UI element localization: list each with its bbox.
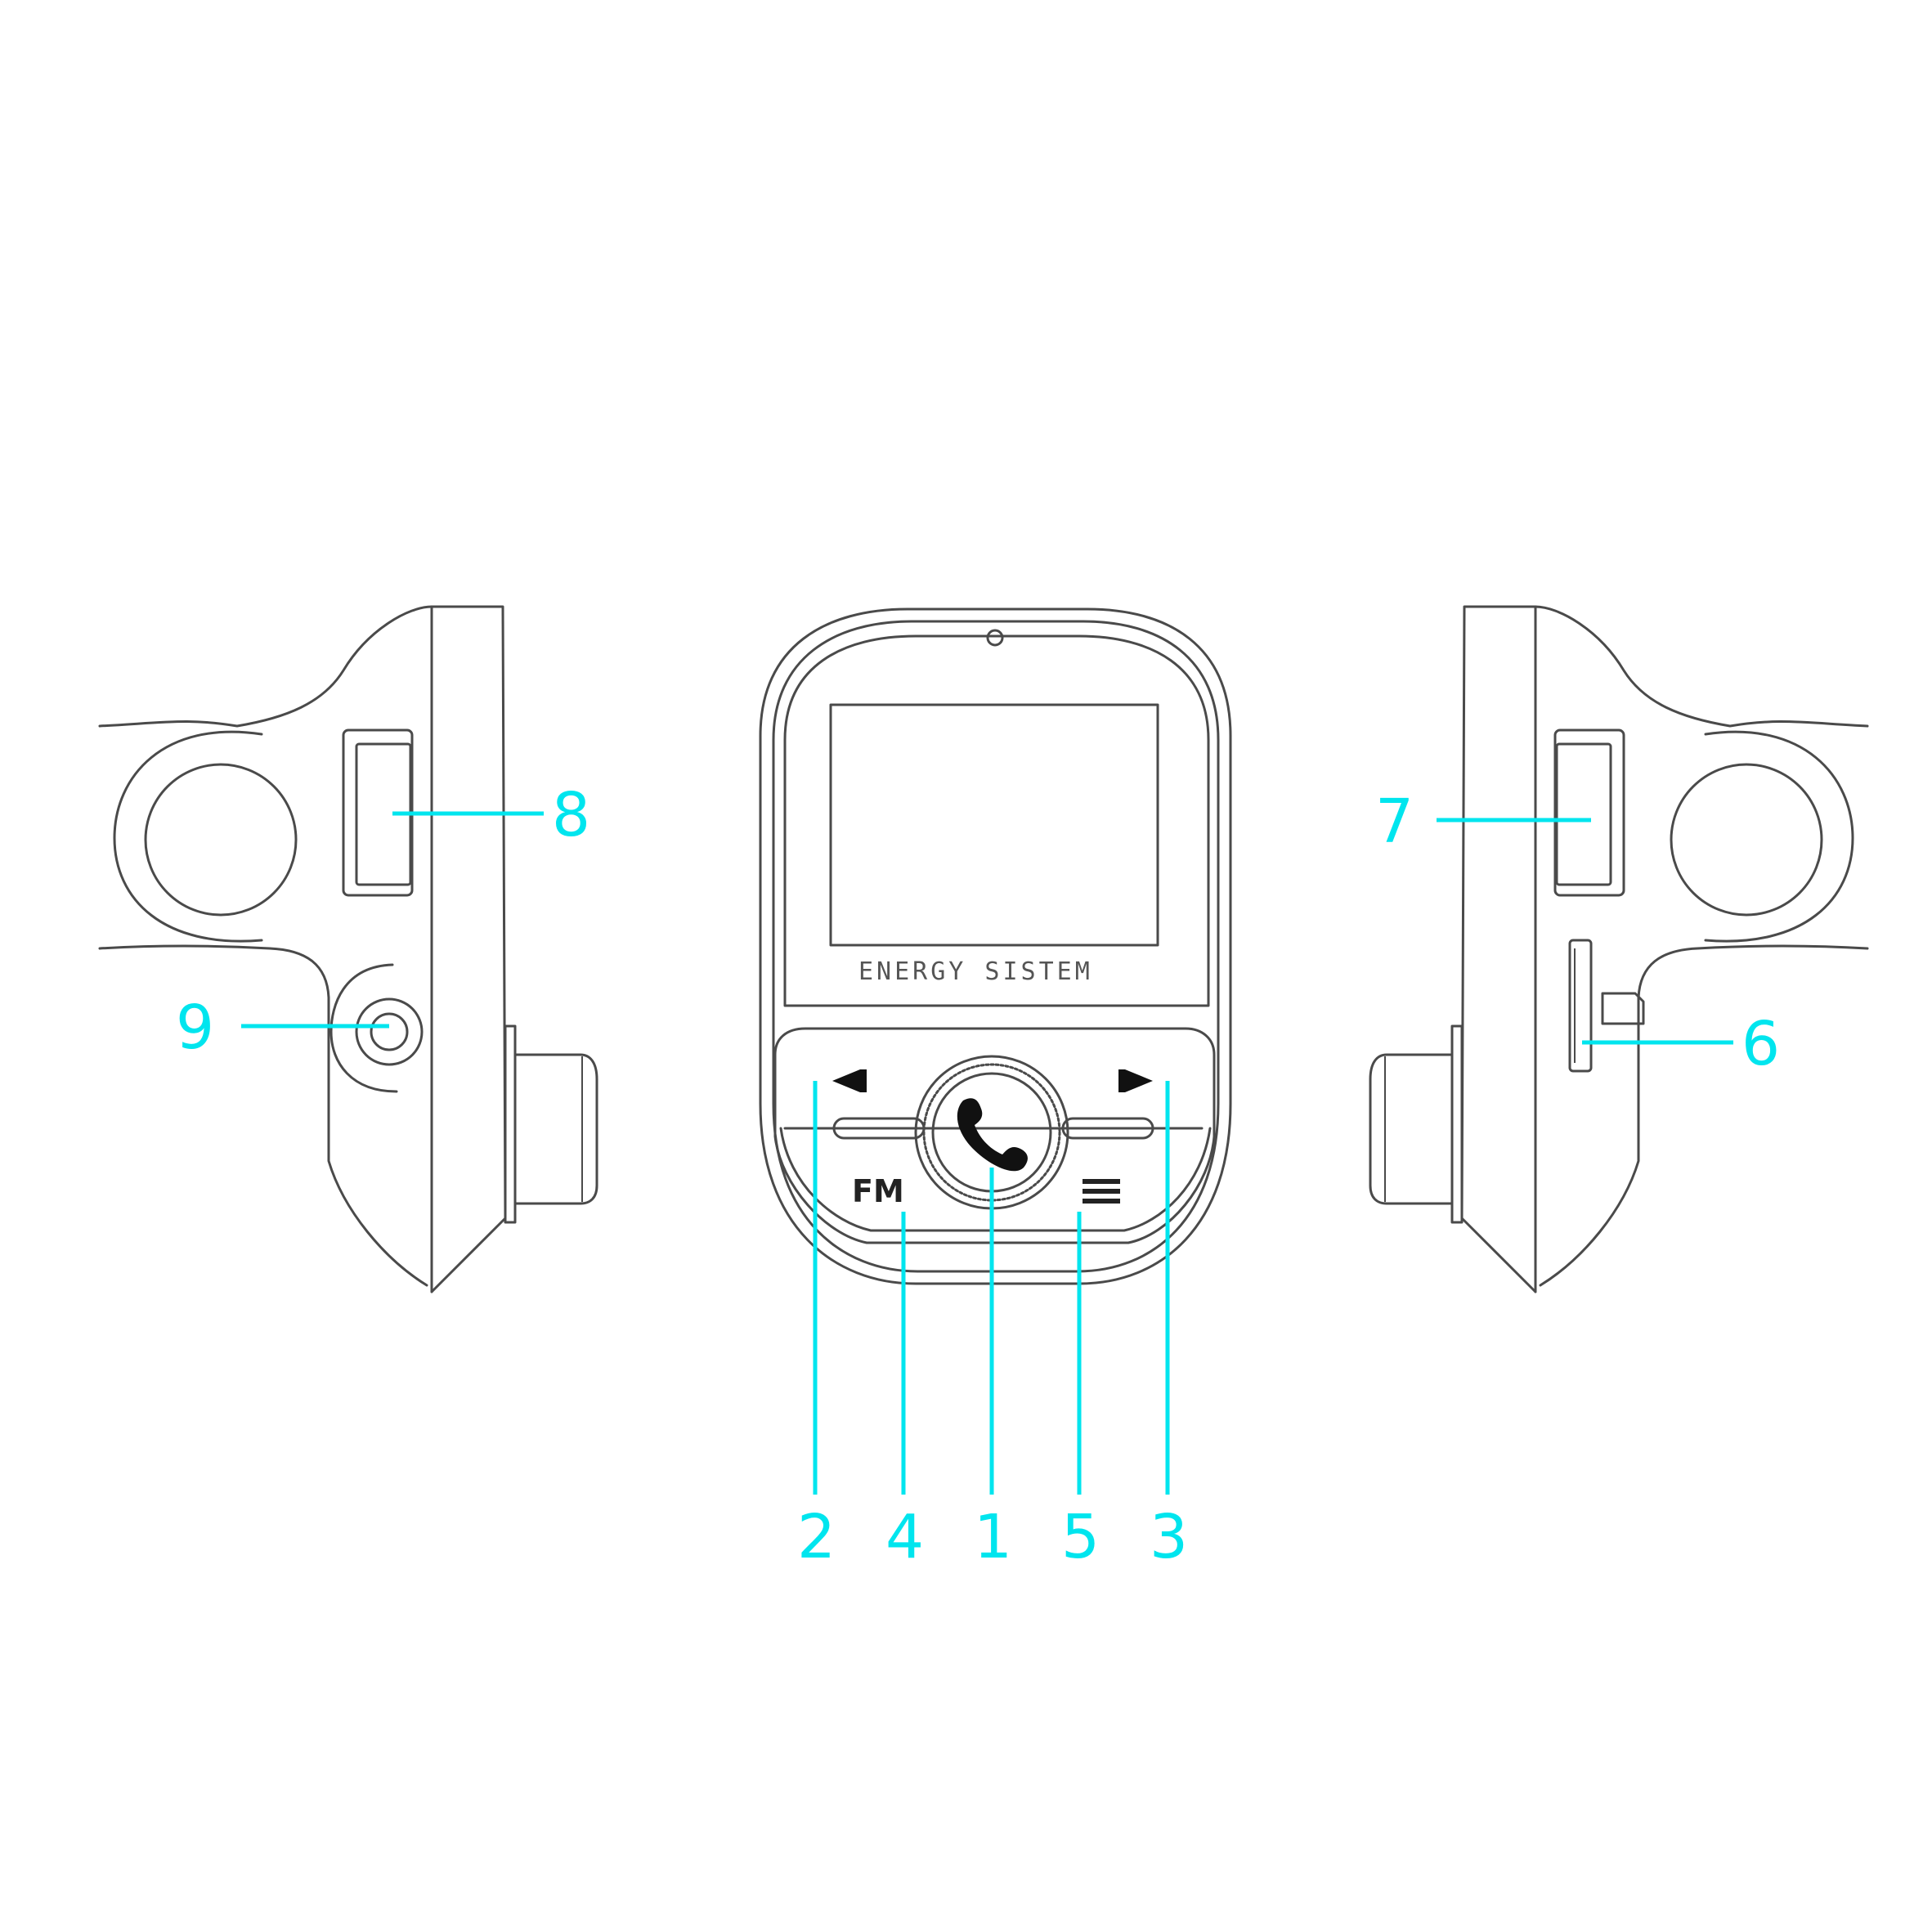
callout-9: 9 [176,993,214,1063]
camera-hole [986,629,1004,647]
callout-1: 1 [974,1502,1012,1572]
plug-stub-left [504,1024,517,1224]
next-arrow-icon[interactable] [1125,1069,1153,1092]
menu-lines-icon[interactable] [1083,1179,1120,1204]
callout-3: 3 [1150,1502,1188,1572]
callout-2: 2 [797,1502,836,1572]
callout-6: 6 [1741,1009,1780,1079]
phone-icon[interactable] [957,1098,1028,1172]
callout-4: 4 [885,1502,924,1572]
plug-stub-right [1450,1024,1464,1224]
left-knob [144,763,298,917]
sd-card-slot [1568,939,1593,1073]
sd-card-icon [1601,992,1645,1025]
callouts: 8 9 7 6 2 4 1 5 3 [176,780,1780,1572]
callout-8: 8 [552,780,590,850]
aux-jack [355,997,424,1066]
right-side-view [1369,605,1869,1293]
device-shell [759,607,1232,1285]
callout-5: 5 [1061,1502,1100,1572]
callout-7: 7 [1375,787,1414,857]
display-screen [829,703,1159,947]
keypad-area [773,1027,1216,1244]
prev-arrow-icon[interactable] [832,1069,860,1092]
front-view: ENERGY SISTEM FM [759,607,1232,1285]
left-side-view [98,605,598,1293]
fm-button-label[interactable]: FM [852,1173,904,1209]
right-knob [1670,763,1823,917]
brand-logo-text: ENERGY SISTEM [858,957,1093,986]
usb-port-right [1553,728,1625,897]
